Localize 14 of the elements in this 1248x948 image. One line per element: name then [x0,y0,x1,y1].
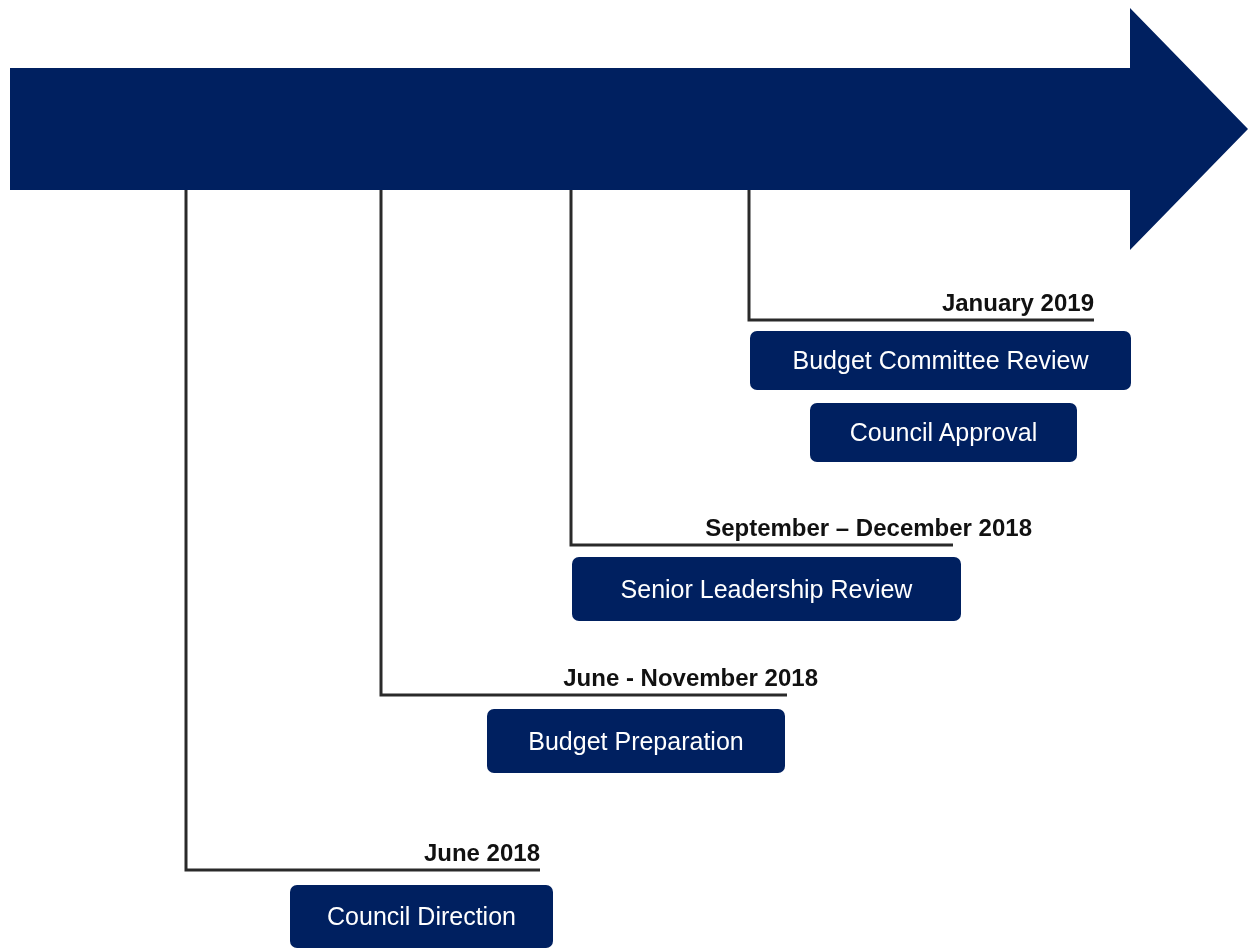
milestone-box: Budget Committee Review [750,331,1131,390]
date-label: June - November 2018 [500,663,818,695]
timeline-arrow [10,8,1248,250]
date-label: June 2018 [380,838,540,870]
connector-line [184,190,540,872]
date-label: September – December 2018 [640,513,1032,545]
milestone-box: Budget Preparation [487,709,785,773]
milestone-box: Council Approval [810,403,1077,462]
connector-line [747,190,1094,322]
date-label: January 2019 [880,288,1094,320]
connector-line [569,190,953,547]
milestone-box: Council Direction [290,885,553,948]
milestone-box: Senior Leadership Review [572,557,961,621]
connector-line [379,190,787,697]
